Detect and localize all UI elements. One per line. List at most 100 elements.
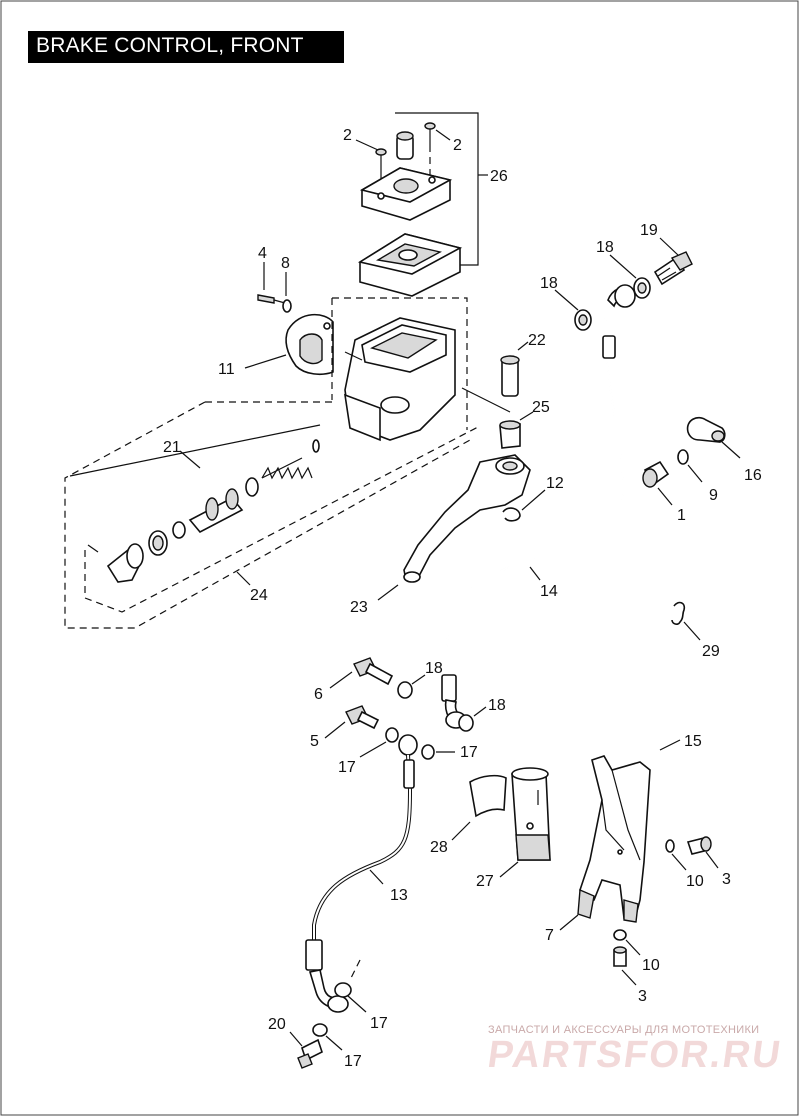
plunger-boot <box>106 543 144 583</box>
leader-7 <box>559 914 579 931</box>
callout-13: 13 <box>390 887 408 904</box>
assembly-outline-outer <box>64 401 471 629</box>
callout-18: 18 <box>488 697 506 714</box>
callout-10: 10 <box>642 957 660 974</box>
callout-1: 1 <box>677 507 686 524</box>
pivot-pin-22 <box>500 355 520 397</box>
leader-18c <box>411 674 426 685</box>
callout-18: 18 <box>540 275 558 292</box>
leader-19 <box>659 237 679 256</box>
washer-10b <box>613 929 627 941</box>
callout-16: 16 <box>744 467 762 484</box>
callout-2: 2 <box>343 127 352 144</box>
title-banner <box>28 31 344 63</box>
callout-17: 17 <box>460 744 478 761</box>
callout-29: 29 <box>702 643 720 660</box>
leader-17d <box>325 1035 343 1051</box>
leader-17a <box>359 741 387 758</box>
callout-19: 19 <box>640 222 658 239</box>
callout-3: 3 <box>722 871 731 888</box>
leader-22 <box>517 341 529 351</box>
leader-10b <box>625 939 641 956</box>
leader-2b <box>435 129 451 141</box>
hose-eye-top <box>614 284 636 308</box>
washer-17a <box>385 727 399 743</box>
leader-17c <box>347 995 367 1013</box>
leader-1 <box>657 487 673 506</box>
callout-4: 4 <box>258 245 267 262</box>
bolt-part-5 <box>345 705 380 730</box>
leader-20 <box>289 1031 303 1047</box>
watermark-caption: ЗАПЧАСТИ И АКСЕССУАРЫ ДЛЯ МОТОТЕХНИКИ <box>488 1024 760 1036</box>
e-clip-12 <box>502 507 521 522</box>
screw-part-1 <box>642 460 670 488</box>
washer-18c <box>397 681 413 699</box>
o-ring <box>172 521 186 539</box>
callout-7: 7 <box>545 927 554 944</box>
leader-13 <box>369 869 384 885</box>
callout-21: 21 <box>163 439 181 456</box>
leader-5 <box>324 721 346 739</box>
reservoir-cover <box>359 167 453 221</box>
leader-2a <box>355 139 379 151</box>
screw-part-3b <box>613 946 627 967</box>
callout-28: 28 <box>430 839 448 856</box>
screw-part-3a <box>686 836 712 855</box>
clip-part-29 <box>671 601 686 625</box>
washer-part-9 <box>677 449 689 465</box>
leader-18d <box>473 706 487 717</box>
callout-12: 12 <box>546 475 564 492</box>
washer-17d <box>312 1023 328 1037</box>
callout-2: 2 <box>453 137 462 154</box>
callout-15: 15 <box>684 733 702 750</box>
watermark-logo: PARTSFOR.RU <box>485 1034 785 1076</box>
callout-24: 24 <box>250 587 268 604</box>
leader-3a <box>705 851 719 869</box>
washer-part-8 <box>282 272 292 313</box>
clamp-part-16 <box>686 416 726 443</box>
axis-tick <box>87 544 99 553</box>
leader-14 <box>529 566 541 581</box>
leader-18a <box>609 254 637 279</box>
bracket-part-15 <box>577 755 651 923</box>
assembly-axis <box>69 424 321 477</box>
callout-18: 18 <box>596 239 614 256</box>
callout-27: 27 <box>476 873 494 890</box>
leader-28 <box>451 821 471 841</box>
leader-23 <box>377 584 399 601</box>
piston-cup <box>245 477 259 497</box>
body-outline-dash <box>332 297 468 430</box>
leader-29 <box>683 621 701 641</box>
spring-seat <box>312 439 320 453</box>
banjo-bolt-19 <box>653 251 693 286</box>
switch-part-27 <box>511 767 551 861</box>
diagram-title: BRAKE CONTROL, FRONT <box>36 34 304 57</box>
bracket-26 <box>395 112 479 266</box>
washer-18b-hole <box>578 314 588 326</box>
leader-6 <box>329 671 353 689</box>
washer-17c-axis <box>349 959 361 981</box>
bolt-part-6 <box>353 657 394 686</box>
leader-21 <box>179 450 201 469</box>
handlebar-clamp-11 <box>285 313 334 376</box>
callout-11: 11 <box>218 361 235 378</box>
callout-17: 17 <box>344 1053 362 1070</box>
callout-10: 10 <box>686 873 704 890</box>
master-cylinder-body <box>344 317 456 442</box>
pin-axis <box>461 387 511 413</box>
callout-8: 8 <box>281 255 290 272</box>
leader-25 <box>519 411 534 421</box>
callout-6: 6 <box>314 686 323 703</box>
callout-23: 23 <box>350 599 368 616</box>
callout-3: 3 <box>638 988 647 1005</box>
reservoir-diaphragm <box>357 233 463 297</box>
sight-plug <box>396 131 414 160</box>
washer-18d <box>458 714 474 732</box>
screw-part-2b <box>424 122 436 180</box>
callout-25: 25 <box>532 399 550 416</box>
leader-10a <box>671 853 687 871</box>
callout-22: 22 <box>528 332 546 349</box>
